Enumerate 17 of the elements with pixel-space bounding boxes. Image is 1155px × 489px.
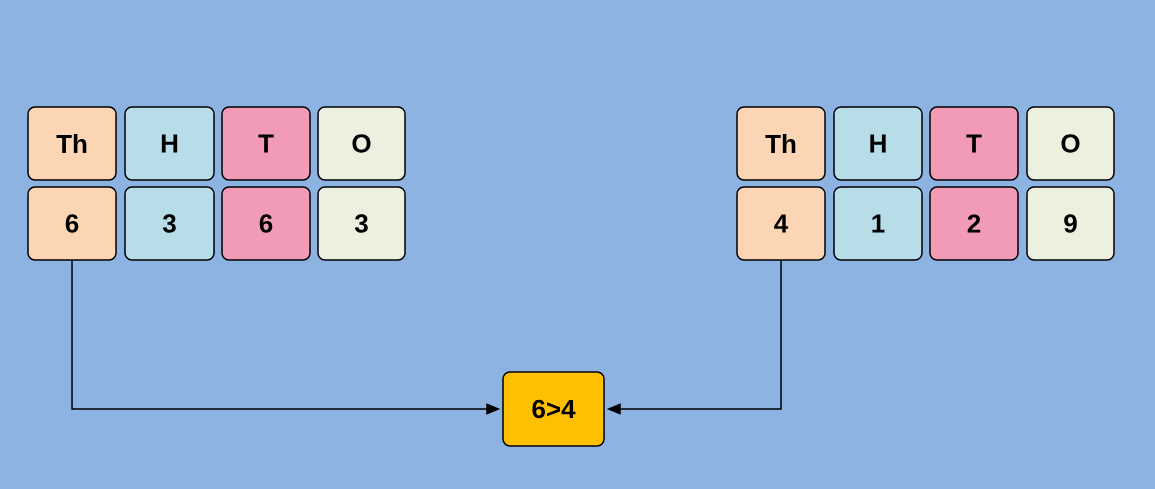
- place-value-box: 1: [833, 186, 923, 261]
- result-box: 6>4: [502, 371, 605, 447]
- place-value-box: Th: [736, 106, 826, 181]
- place-value-box: 3: [317, 186, 406, 261]
- place-value-box: H: [833, 106, 923, 181]
- place-value-box: O: [1026, 106, 1115, 181]
- place-value-box: 4: [736, 186, 826, 261]
- place-value-box: O: [317, 106, 406, 181]
- place-value-box: 2: [929, 186, 1019, 261]
- place-value-box: 6: [27, 186, 117, 261]
- place-value-box: 3: [124, 186, 215, 261]
- place-value-box: H: [124, 106, 215, 181]
- place-value-box: Th: [27, 106, 117, 181]
- place-value-box: T: [929, 106, 1019, 181]
- place-value-box: 9: [1026, 186, 1115, 261]
- place-value-box: 6: [221, 186, 311, 261]
- place-value-box: T: [221, 106, 311, 181]
